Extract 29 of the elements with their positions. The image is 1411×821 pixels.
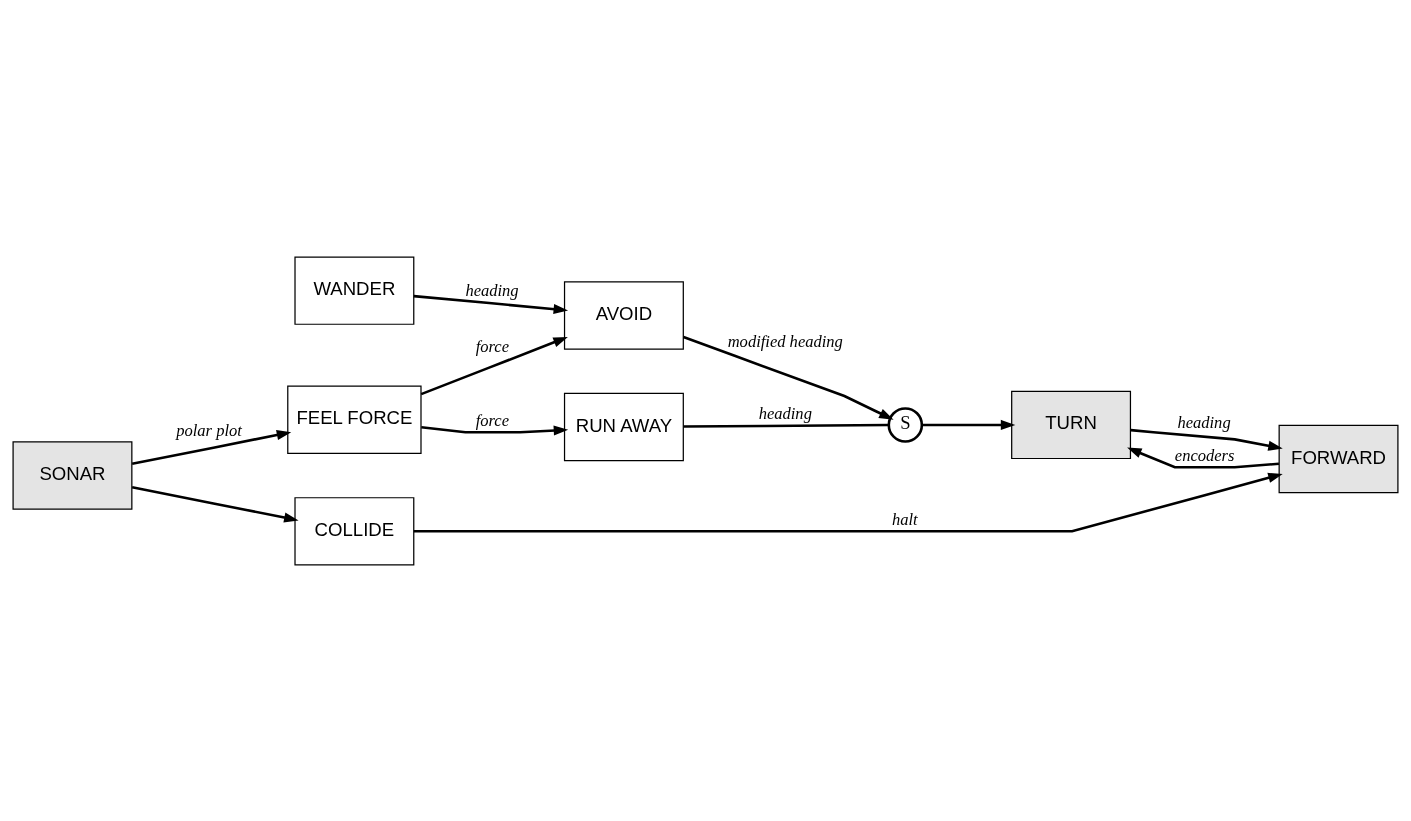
edge-label: heading <box>465 280 519 300</box>
edge-label: heading <box>758 403 812 423</box>
arrow <box>413 472 1283 533</box>
arrow <box>420 336 568 395</box>
edge-label: force <box>475 410 510 430</box>
edge-label: halt <box>891 509 918 529</box>
node-box: FORWARD <box>1278 424 1399 493</box>
node-box: AVOID <box>563 280 684 350</box>
arrow <box>131 429 292 465</box>
node-box: WANDER <box>294 256 415 325</box>
arrow <box>1130 428 1283 451</box>
node-box: SONAR <box>12 440 133 510</box>
edge-label: modified heading <box>727 331 843 351</box>
arrow <box>1127 447 1280 469</box>
node-box: COLLIDE <box>294 496 415 565</box>
arrow <box>421 424 569 436</box>
edge-label: heading <box>1177 412 1231 432</box>
node-circle: S <box>887 406 924 443</box>
node-box: TURN <box>1011 390 1132 459</box>
node-box: RUN AWAY <box>563 392 684 461</box>
edge-label: force <box>475 336 510 356</box>
node-box: FEEL FORCE <box>287 385 422 454</box>
arrow <box>131 485 299 523</box>
arrow <box>922 419 1016 430</box>
arrow <box>413 294 569 314</box>
edge-label: encoders <box>1174 445 1235 465</box>
connector <box>683 423 889 428</box>
edge-label: polar plot <box>176 420 242 440</box>
arrow <box>683 335 894 420</box>
